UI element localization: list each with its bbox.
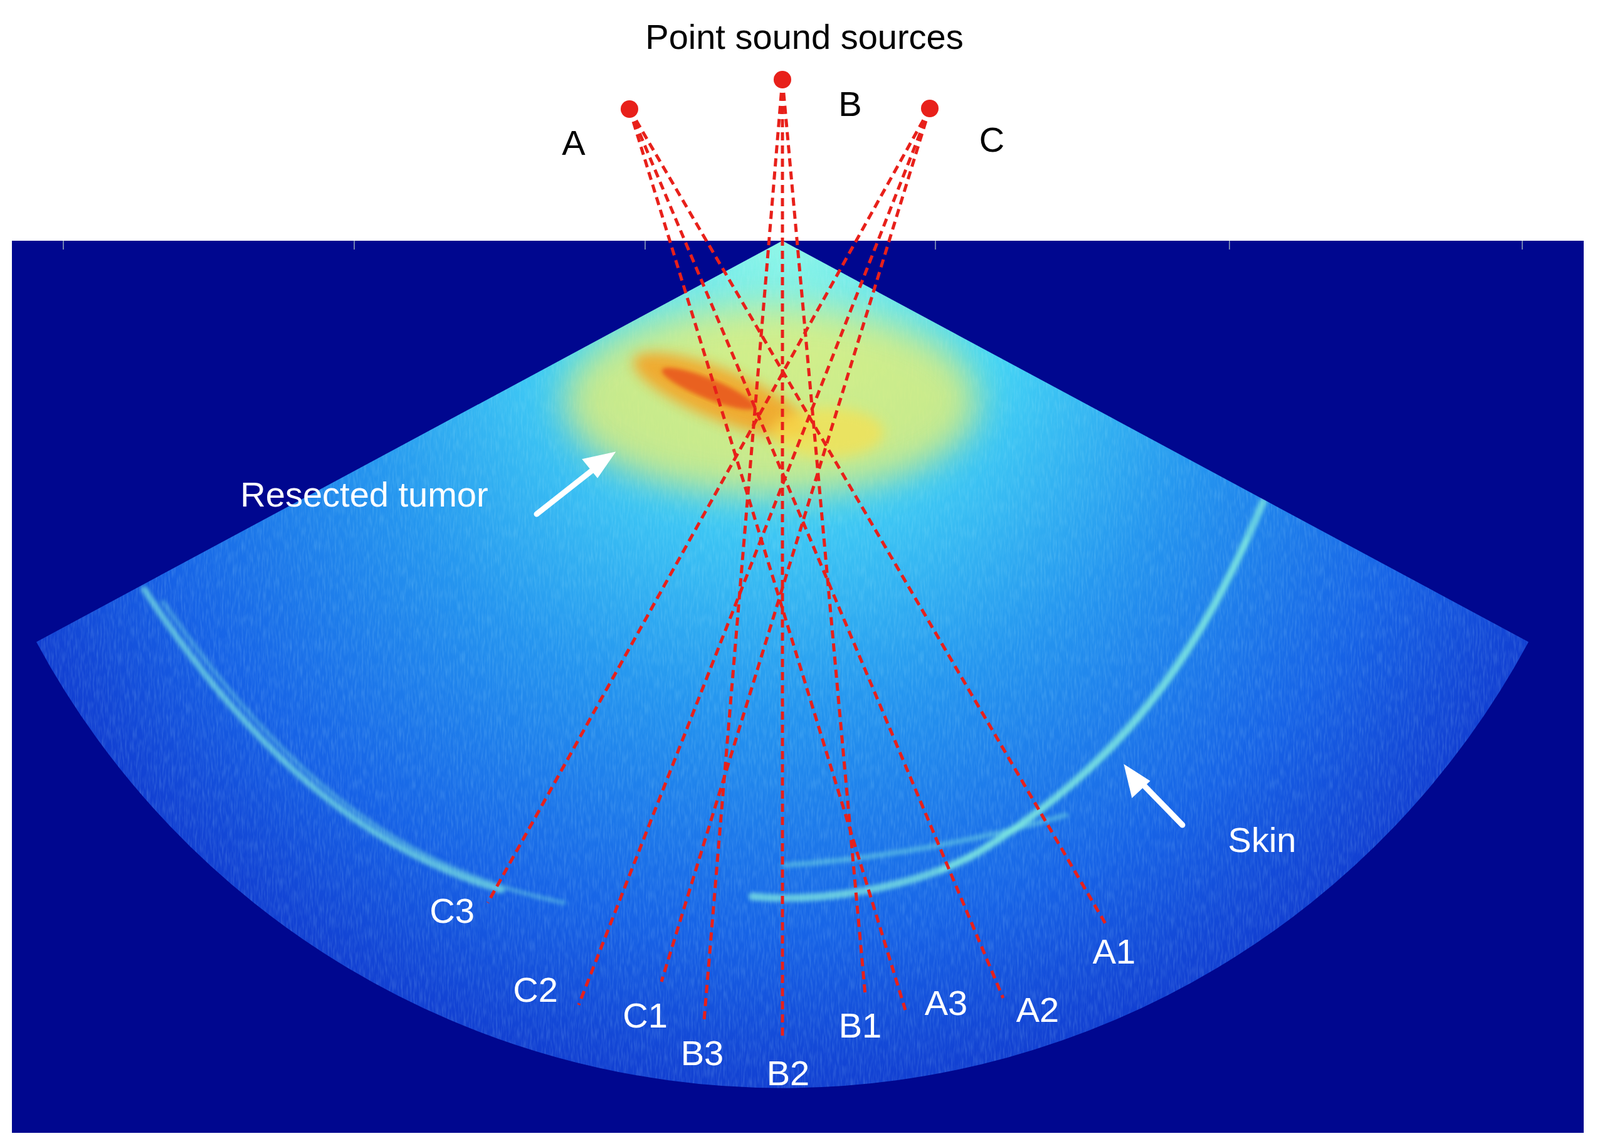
beam-label: C1: [622, 996, 668, 1036]
beam-label: C2: [512, 970, 558, 1010]
annotation-label: Skin: [1228, 820, 1297, 860]
beam-label: B1: [838, 1006, 883, 1046]
beam-label: C3: [429, 891, 475, 931]
beam-label: B2: [766, 1053, 811, 1093]
beam-label: A3: [924, 983, 969, 1023]
annotation-label: Resected tumor: [240, 475, 488, 515]
source-label: C: [979, 120, 1005, 160]
beam-label: B3: [680, 1033, 725, 1073]
beam-label: A2: [1016, 990, 1060, 1030]
heading-label: Point sound sources: [645, 17, 964, 57]
source-label: A: [561, 123, 585, 163]
beam-label: A1: [1092, 932, 1137, 972]
source-label: B: [838, 84, 862, 124]
